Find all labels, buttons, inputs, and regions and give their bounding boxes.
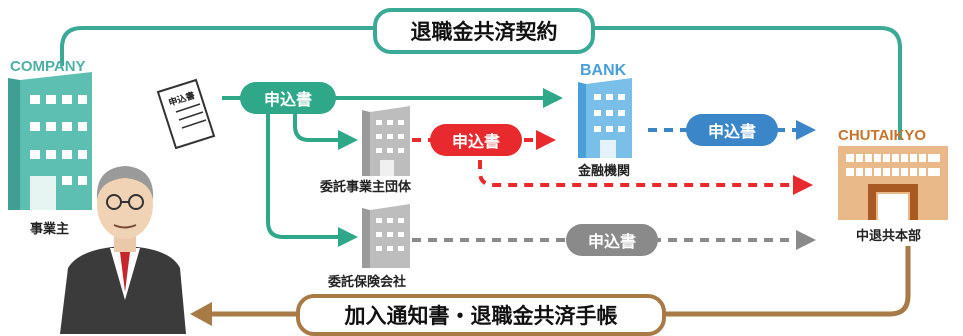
chutaikyo-building-icon bbox=[838, 146, 948, 220]
document-icon bbox=[156, 78, 216, 150]
red-arrow-to-chutaikyo bbox=[478, 160, 813, 195]
company-tag: COMPANY bbox=[10, 58, 86, 75]
pill-main: 申込書 bbox=[240, 82, 336, 114]
pill-gray: 申込書 bbox=[566, 224, 658, 256]
pill-blue: 申込書 bbox=[686, 114, 778, 146]
entrust-insurance-building-icon bbox=[362, 204, 410, 268]
return-arrowhead bbox=[190, 302, 212, 326]
bank-label: 金融機関 bbox=[578, 164, 631, 179]
company-building-icon bbox=[8, 72, 92, 210]
contract-banner: 退職金共済契約 bbox=[373, 8, 595, 54]
bank-building-icon bbox=[578, 78, 632, 158]
return-line bbox=[205, 246, 911, 317]
chutaikyo-label: 中退共本部 bbox=[856, 229, 922, 244]
notice-banner: 加入通知書・退職金共済手帳 bbox=[296, 294, 666, 336]
company-label: 事業主 bbox=[30, 222, 70, 237]
chutaikyo-tag: CHUTAIKYO bbox=[838, 127, 927, 144]
contract-banner-text: 退職金共済契約 bbox=[410, 20, 558, 44]
bank-tag: BANK bbox=[580, 62, 627, 79]
entrust-group-building-icon bbox=[362, 106, 410, 176]
businessman-icon bbox=[60, 166, 186, 334]
branch-arrow-insurance bbox=[266, 110, 358, 247]
entrust-group-label: 委託事業主団体 bbox=[320, 180, 412, 195]
pill-red: 申込書 bbox=[430, 124, 522, 156]
branch-arrow-group bbox=[293, 110, 358, 150]
entrust-insurance-label: 委託保険会社 bbox=[328, 275, 407, 290]
notice-banner-text: 加入通知書・退職金共済手帳 bbox=[344, 304, 618, 328]
